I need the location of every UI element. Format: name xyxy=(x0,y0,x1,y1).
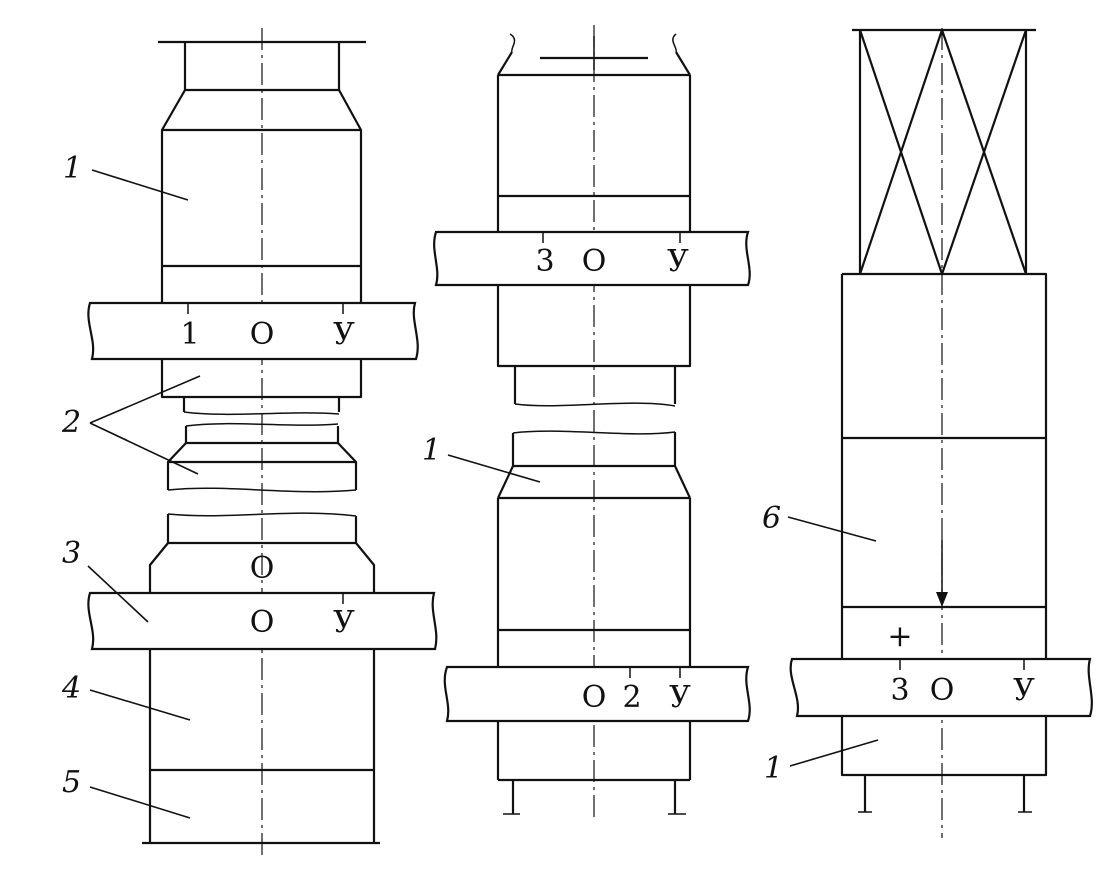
middle-upper-band-label-u: У xyxy=(667,244,689,279)
right-part-6-body xyxy=(840,272,1048,659)
right-band-label-3: 3 xyxy=(890,673,909,708)
left-lower-band xyxy=(87,591,438,651)
right-band-label-o: O xyxy=(930,673,955,708)
left-mark-above-band: O xyxy=(250,551,275,586)
callout-2-left: 2 xyxy=(61,405,81,440)
middle-upper-band-label-3: 3 xyxy=(535,244,554,279)
middle-upper-body xyxy=(496,75,692,232)
callout-6-right: 6 xyxy=(762,501,781,536)
left-part-1-body xyxy=(160,89,363,305)
left-part-4-5 xyxy=(142,649,380,845)
right-part-1-body xyxy=(840,716,1048,813)
right-band-ticks xyxy=(899,659,1025,670)
left-lower-body xyxy=(148,512,376,593)
middle-mid-body xyxy=(496,285,692,667)
assembly-left: 1 O У O O У xyxy=(61,28,438,860)
left-upper-band-label-o: O xyxy=(250,317,275,352)
left-upper-band-label-1: 1 xyxy=(180,317,199,352)
right-cross-left xyxy=(858,29,944,275)
leader-4-left xyxy=(89,689,191,721)
left-upper-band-label-u: У xyxy=(333,317,355,352)
callout-5-left: 5 xyxy=(62,765,81,800)
leader-1-right xyxy=(789,739,879,767)
leader-2a-left xyxy=(89,375,201,424)
middle-bottom-body xyxy=(496,721,692,815)
leader-5-left xyxy=(89,786,191,819)
middle-lower-band xyxy=(443,665,751,723)
left-top-stub xyxy=(158,40,366,92)
callout-1-middle: 1 xyxy=(422,433,441,468)
middle-top-stub xyxy=(497,33,691,77)
assembly-right: + 3 O У 6 1 xyxy=(762,28,1093,838)
leader-6-right xyxy=(787,516,877,542)
middle-upper-band-ticks xyxy=(542,232,681,243)
leader-1-left xyxy=(91,169,189,201)
left-part-2 xyxy=(160,359,363,493)
left-upper-band xyxy=(87,301,419,361)
left-lower-band-label-u: У xyxy=(333,605,355,640)
callout-3-left: 3 xyxy=(62,536,81,571)
leader-2b-left xyxy=(89,422,199,475)
right-arrow-head-icon xyxy=(936,592,948,607)
right-cross-right xyxy=(940,29,1028,275)
callout-1-right: 1 xyxy=(764,751,783,786)
middle-lower-band-ticks xyxy=(629,667,681,678)
callout-4-left: 4 xyxy=(61,671,81,706)
left-lower-band-label-o: O xyxy=(250,605,275,640)
right-band-label-u: У xyxy=(1013,673,1035,708)
middle-upper-band-label-o: O xyxy=(582,244,607,279)
leader-1-middle xyxy=(447,454,541,483)
right-band xyxy=(789,657,1093,718)
middle-lower-band-label-2: 2 xyxy=(622,680,641,715)
assembly-middle: 3 O У O 2 У 1 xyxy=(422,25,751,818)
right-crossed-box xyxy=(852,28,1036,275)
callout-1-left: 1 xyxy=(63,151,82,186)
middle-lower-band-label-u: У xyxy=(669,680,691,715)
middle-upper-band xyxy=(433,230,751,287)
right-plus-mark: + xyxy=(887,619,912,654)
left-upper-band-ticks xyxy=(187,303,344,314)
leader-3-left xyxy=(87,565,149,623)
middle-lower-band-label-o: O xyxy=(582,680,607,715)
